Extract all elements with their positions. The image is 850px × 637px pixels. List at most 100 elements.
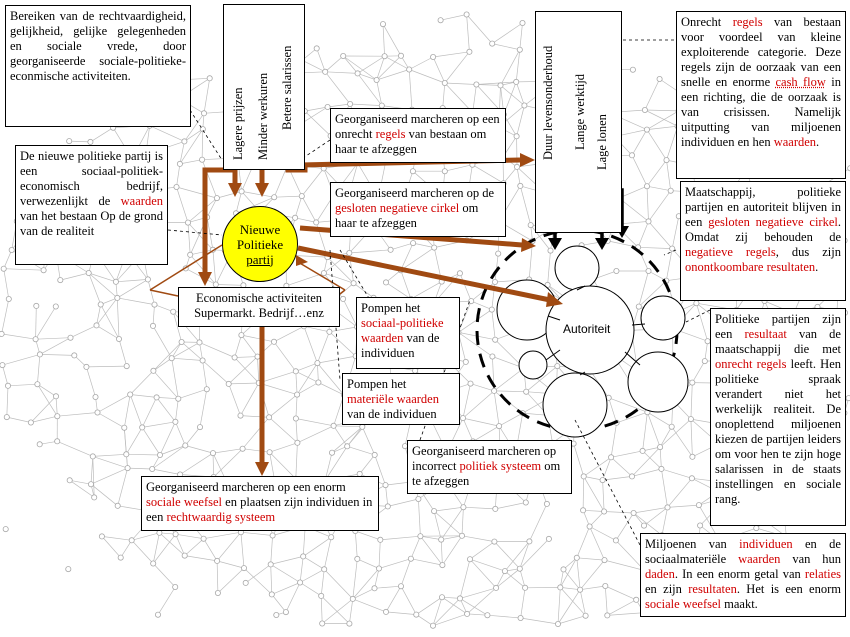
network-edge [579,559,605,590]
network-node [340,295,347,302]
network-node [580,507,587,514]
network-edge [644,109,678,127]
network-node [94,409,101,416]
network-edge [522,412,548,416]
network-edge [1,333,36,340]
network-edge [199,342,203,361]
network-node [497,82,504,89]
network-edge [559,557,578,588]
network-node [114,294,121,301]
network-edge [317,355,356,364]
network-edge [560,587,581,591]
network-edge [515,49,521,82]
network-edge [631,446,661,477]
network-edge [101,536,121,558]
network-node [577,586,584,593]
network-node [83,363,90,370]
network-edge [466,14,493,44]
network-node [663,157,670,164]
network-node [321,566,328,573]
network-edge [152,563,176,588]
network-edge [131,532,160,541]
network-node [379,21,386,28]
network-node [328,534,335,541]
network-node [410,240,417,247]
network-edge [661,468,693,479]
network-edge [203,538,218,562]
network-edge [90,483,118,507]
network-edge [633,507,668,514]
network-node [462,358,469,365]
network-edge [320,569,325,596]
network-edge [704,341,708,362]
network-edge [97,394,131,413]
network-edge [333,425,348,447]
network-edge [659,426,673,448]
network-edge [131,540,154,564]
network-edge [245,564,271,584]
network-edge [268,394,298,418]
network-edge [159,421,176,456]
network-edge [216,531,242,562]
network-edge [317,331,330,364]
network-edge [240,532,245,569]
network-edge [296,382,319,395]
network-edge [557,589,581,625]
network-edge [605,585,637,601]
network-edge [500,49,521,86]
network-edge [35,305,37,340]
network-edge [631,155,648,187]
network-edge [504,570,526,589]
network-edge [241,334,275,343]
network-edge [295,370,319,383]
network-edge [202,360,229,385]
network-edge [331,426,363,453]
network-edge [458,309,492,333]
network-node [91,494,98,501]
network-edge [459,587,497,599]
network-edge [88,272,117,283]
network-edge [57,440,93,457]
network-edge [323,537,332,570]
network-edge [461,507,464,536]
network-edge [212,249,217,285]
network-node [292,415,299,422]
network-edge [35,337,71,340]
network-edge [118,338,128,367]
network-node [688,475,695,482]
network-edge [258,382,298,395]
network-edge [387,498,419,507]
network-node [697,522,704,529]
network-node [439,562,446,569]
network-edge [69,479,92,485]
network-edge [610,422,617,458]
network-node [199,357,206,364]
network-node [516,46,523,53]
network-node [438,594,445,601]
network-edge [385,611,417,615]
network-edge [472,164,504,184]
network-edge [466,587,497,615]
network-edge [270,556,304,565]
network-edge [294,195,303,218]
network-node [85,269,92,276]
network-edge [459,559,471,599]
network-node [689,453,696,460]
network-edge [303,326,318,364]
party-label-line3: partij [246,251,274,267]
network-edge [190,249,213,256]
network-edge [317,363,319,383]
network-edge [243,567,273,595]
network-node [144,276,151,283]
network-edge [646,129,667,161]
network-edge [92,456,95,498]
network-edge [400,270,412,300]
network-edge [661,468,668,508]
network-node [517,182,524,189]
inner-arrows [545,285,646,376]
network-edge [55,396,58,417]
network-node [464,610,471,617]
network-node [544,281,551,288]
network-node [456,270,463,277]
network-edge [324,446,348,481]
